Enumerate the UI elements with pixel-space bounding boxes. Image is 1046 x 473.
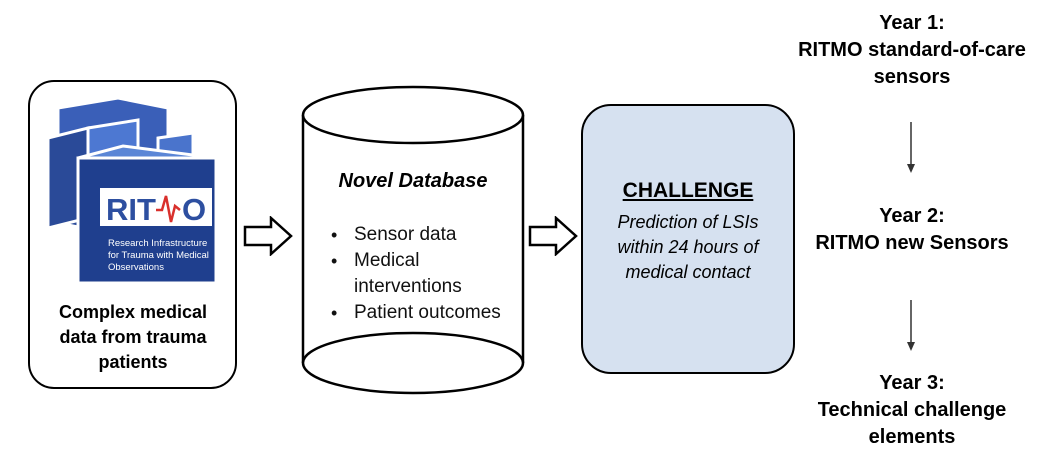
challenge-line: medical contact	[625, 262, 751, 282]
year-3-block: Year 3: Technical challenge elements	[762, 370, 1046, 451]
source-data-caption: Complex medical data from trauma patient…	[28, 300, 238, 375]
database-cylinder	[301, 85, 525, 395]
list-item: Patient outcomes	[328, 300, 501, 326]
list-item: Sensor data	[328, 222, 501, 248]
right-arrow-icon	[528, 216, 578, 256]
database-title: Novel Database	[338, 170, 488, 192]
challenge-line: within 24 hours of	[617, 237, 759, 257]
challenge-line: Prediction of LSIs	[617, 212, 759, 232]
list-item: Medical	[328, 248, 501, 274]
right-arrow-icon	[243, 216, 293, 256]
logo-wordmark: RIT	[106, 192, 156, 227]
list-item-continuation: interventions	[354, 276, 462, 297]
challenge-title: CHALLENGE	[622, 179, 754, 202]
down-arrow-icon	[907, 300, 915, 351]
caption-line: patients	[98, 352, 168, 372]
challenge-box	[581, 104, 795, 374]
year-1-block: Year 1: RITMO standard-of-care sensors	[762, 10, 1046, 91]
year-2-block: Year 2: RITMO new Sensors	[762, 203, 1046, 257]
logo-line-2: for Trauma with Medical	[108, 250, 209, 261]
logo-line-3: Observations	[108, 262, 164, 273]
year-3-label: Year 3:	[879, 372, 945, 394]
year-3-text: elements	[868, 426, 956, 448]
year-1-text: RITMO standard-of-care	[798, 39, 1026, 61]
database-items: Sensor data Medical interventions Patien…	[328, 222, 501, 326]
year-2-label: Year 2:	[879, 205, 945, 227]
challenge-description: Prediction of LSIs within 24 hours of me…	[597, 210, 779, 285]
year-2-text: RITMO new Sensors	[815, 232, 1009, 254]
down-arrow-icon	[907, 122, 915, 173]
svg-text:O: O	[182, 192, 206, 227]
year-3-text: Technical challenge	[817, 399, 1007, 421]
caption-line: data from trauma	[59, 327, 207, 347]
logo-line-1: Research Infrastructure	[108, 238, 207, 249]
ritmo-logo: RIT O Research Infrastructure for Trauma…	[48, 98, 218, 285]
caption-line: Complex medical	[58, 302, 208, 322]
year-1-label: Year 1:	[879, 12, 945, 34]
year-1-text: sensors	[873, 66, 951, 88]
